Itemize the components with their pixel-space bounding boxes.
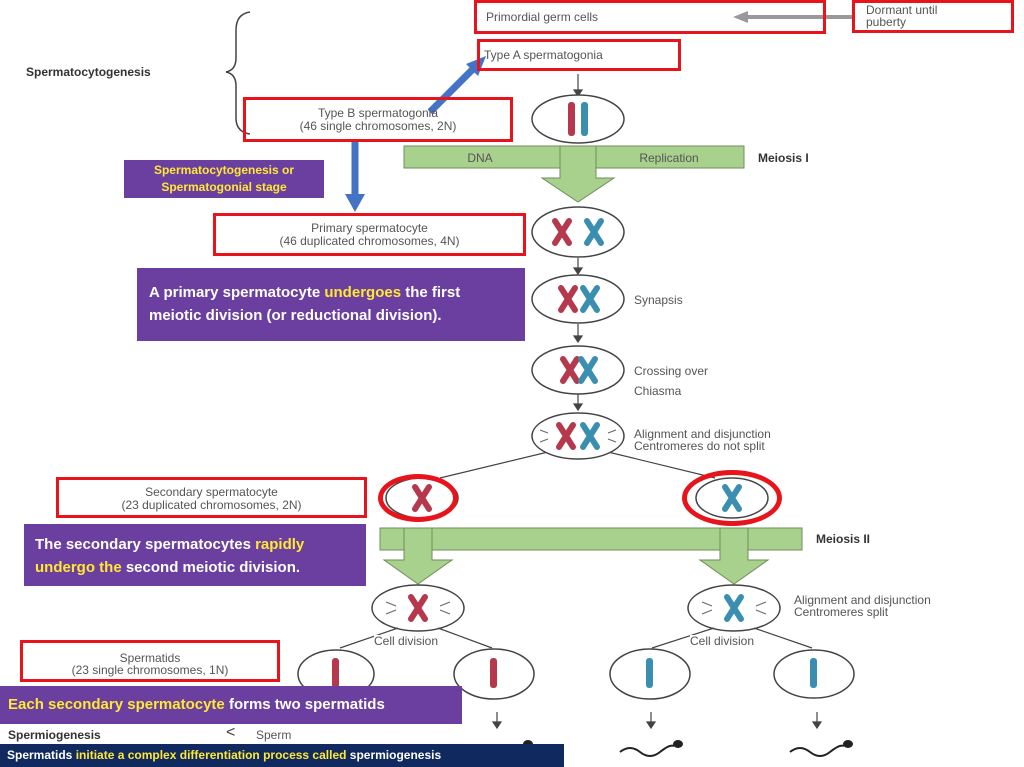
cell-primary — [531, 206, 625, 258]
callout-spermiogenesis: Spermatids initiate a complex differenti… — [0, 744, 564, 767]
alignment2-label-2: Centromeres split — [794, 605, 889, 619]
type-a-label: Type A spermatogonia — [484, 48, 603, 62]
spermatids-box — [20, 640, 280, 682]
type-b-label-2: (46 single chromosomes, 2N) — [299, 119, 457, 133]
synapsis-label: Synapsis — [634, 293, 683, 307]
callout-primary-text-2: the first meiotic division (or reduction… — [149, 284, 461, 324]
spermatocytogenesis-label: Spermatocytogenesis — [26, 65, 151, 79]
callout-spermiogenesis-text-1: Spermatids — [7, 748, 76, 762]
callout-spermatids-text: forms two spermatids — [224, 696, 385, 713]
cell-synapsis — [531, 274, 625, 324]
cell-alignment-2-right — [687, 584, 781, 632]
spermatids-label-1: Spermatids — [119, 651, 181, 665]
alignment2-label-1: Alignment and disjunction — [794, 593, 931, 607]
callout-spermiogenesis-text-2: spermiogenesis — [346, 748, 442, 762]
primordial-box — [474, 0, 826, 34]
dormant-box — [852, 0, 1014, 33]
type-b-label-1: Type B spermatogonia — [317, 106, 439, 120]
primary-label-2: (46 duplicated chromosomes, 4N) — [279, 234, 460, 248]
cell-division-right-label: Cell division — [690, 634, 755, 648]
dormant-label-1: Dormant until — [866, 3, 938, 17]
type-a-box — [477, 39, 681, 71]
primary-box — [213, 213, 526, 256]
alignment1-label-2: Centromeres do not split — [634, 439, 765, 453]
sperm-label: Sperm — [256, 728, 292, 742]
primordial-label: Primordial germ cells — [486, 10, 599, 24]
callout-spermatocytogenesis: Spermatocytogenesis or Spermatogonial st… — [124, 160, 324, 198]
callout-spermiogenesis-highlight: initiate a complex differentiation proce… — [75, 748, 347, 762]
meiosis2-label: Meiosis II — [816, 532, 871, 546]
cell-crossing-over — [531, 345, 625, 395]
meiosis1-label: Meiosis I — [758, 151, 809, 165]
cell-type-b — [531, 94, 625, 144]
callout-secondary-text-2: second meiotic division. — [121, 559, 301, 576]
dormant-label-2: puberty — [866, 15, 907, 29]
cell-division-left-label: Cell division — [374, 634, 439, 648]
replication-label: Replication — [639, 151, 699, 165]
spermatids-label-2: (23 single chromosomes, 1N) — [71, 663, 229, 677]
type-b-box — [243, 97, 513, 142]
meiosis1-arrow — [540, 145, 616, 203]
secondary-left-ring — [378, 474, 458, 522]
spermiogenesis-label: Spermiogenesis — [8, 728, 101, 742]
callout-secondary-text-1: The secondary spermatocytes — [35, 536, 256, 553]
callout-spermatids: Each secondary spermatocyte forms two sp… — [0, 686, 462, 724]
spermatocytogenesis-brace — [225, 11, 251, 135]
meiosis2-arrow-left — [382, 527, 454, 585]
callout-spermatids-highlight: Each secondary spermatocyte — [8, 696, 225, 713]
spermiogenesis-brace: < — [226, 724, 236, 741]
secondary-right-ring — [682, 470, 782, 526]
chiasma-label: Chiasma — [634, 384, 682, 398]
callout-primary-text-1: A primary spermatocyte — [149, 284, 325, 301]
callout-primary-division: A primary spermatocyte undergoes the fir… — [137, 268, 525, 341]
callout-spermatocytogenesis-line2: Spermatogonial stage — [161, 180, 287, 194]
flow-arrows — [439, 74, 716, 479]
dna-label: DNA — [467, 151, 493, 165]
meiosis2-arrow-right — [698, 527, 770, 585]
meiosis2-bar — [379, 527, 803, 551]
secondary-label-2: (23 duplicated chromosomes, 2N) — [121, 498, 302, 512]
cell-alignment-1 — [531, 412, 625, 460]
crossing-over-label: Crossing over — [634, 364, 709, 378]
callout-spermatocytogenesis-line1: Spermatocytogenesis or — [153, 163, 295, 177]
secondary-box — [56, 477, 367, 518]
secondary-label-1: Secondary spermatocyte — [145, 485, 278, 499]
alignment1-label-1: Alignment and disjunction — [634, 427, 771, 441]
pointer-arrow-diagonal — [427, 65, 477, 115]
callout-secondary-division: The secondary spermatocytes rapidly unde… — [24, 524, 366, 586]
callout-secondary-highlight: rapidly undergo the — [35, 536, 305, 576]
cell-alignment-2-left — [371, 584, 465, 632]
callout-primary-highlight: undergoes — [324, 284, 402, 301]
primary-label-1: Primary spermatocyte — [311, 221, 428, 235]
